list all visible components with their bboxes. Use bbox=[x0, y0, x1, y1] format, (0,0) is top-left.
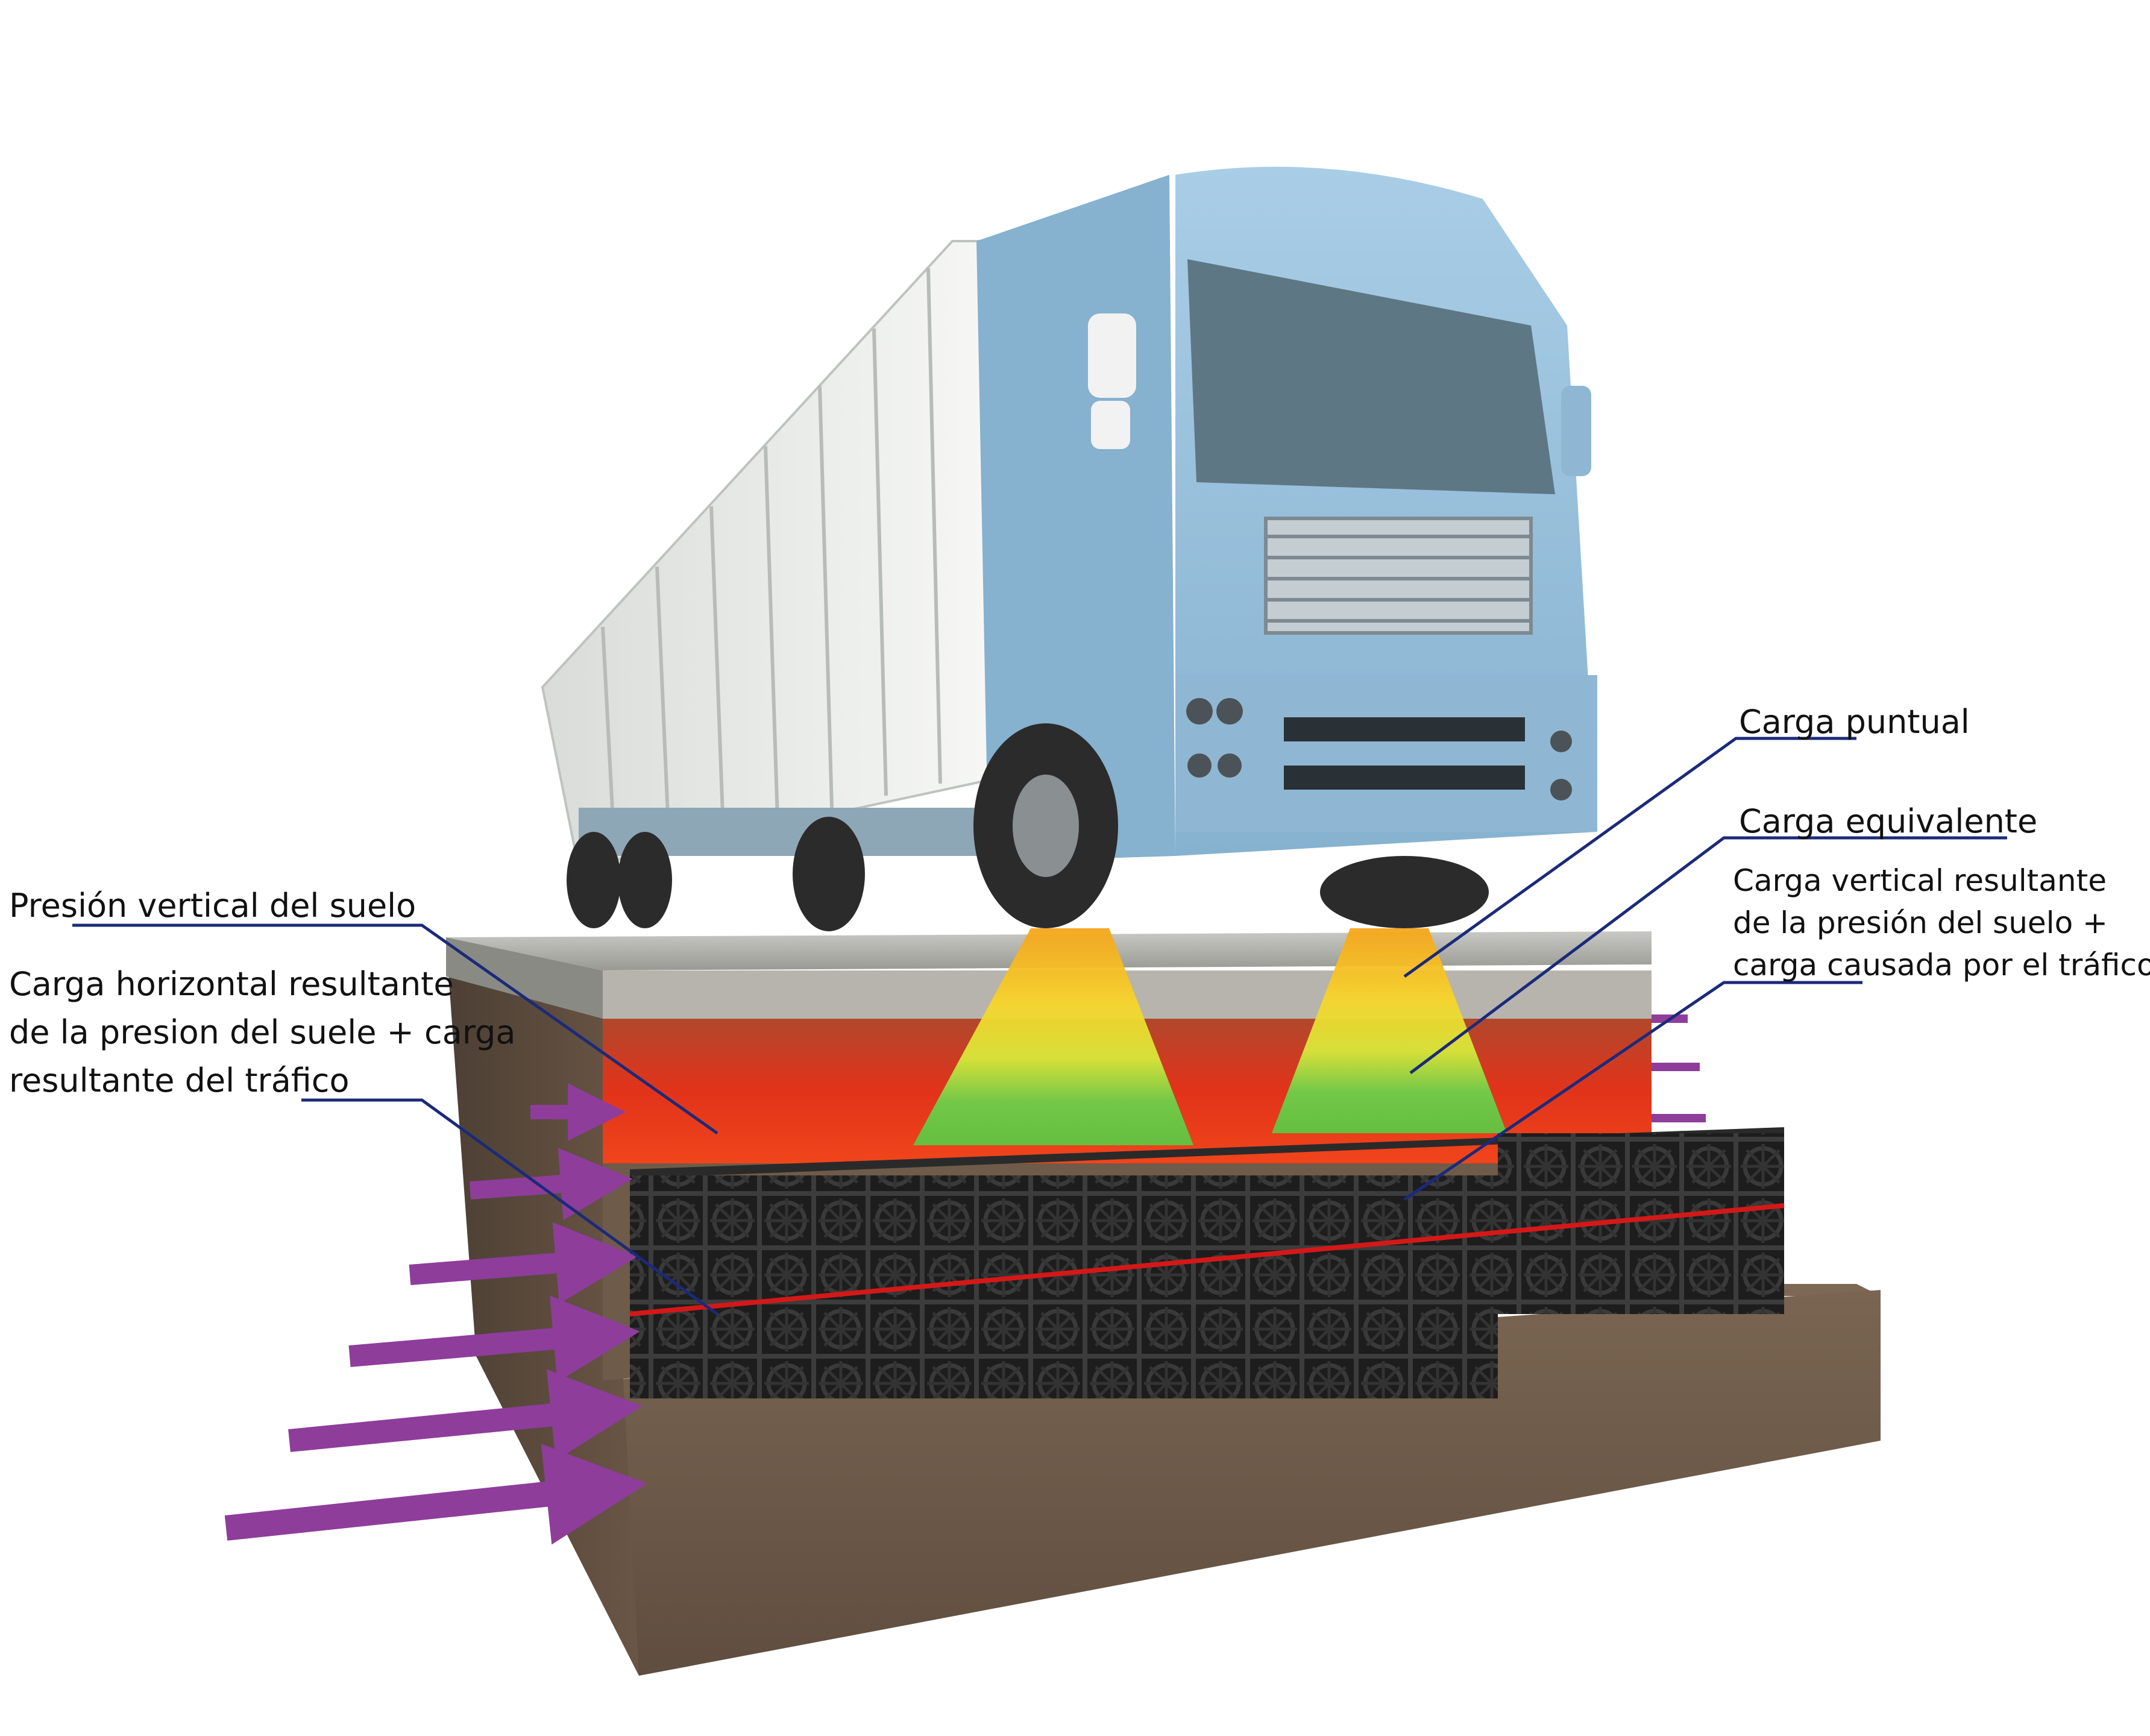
cab-windshield bbox=[1187, 259, 1555, 494]
stress-cone-right bbox=[1272, 928, 1507, 1133]
leader-lines bbox=[72, 737, 2007, 1316]
mirror-left bbox=[1088, 313, 1136, 398]
headlight-left-1 bbox=[1186, 698, 1213, 725]
headlight-right-1 bbox=[1550, 731, 1572, 752]
bumper-slot-2 bbox=[1284, 766, 1525, 790]
pressure-arrow-2 bbox=[469, 1148, 633, 1221]
front-wheel-right bbox=[1320, 856, 1489, 928]
crate-lower-row bbox=[630, 1293, 1498, 1398]
leader-carga-equivalente bbox=[1409, 836, 2007, 1074]
crate-right-block bbox=[1498, 1133, 1784, 1314]
pressure-arrow-3 bbox=[409, 1222, 638, 1304]
grille-slats bbox=[1266, 535, 1531, 623]
truck bbox=[541, 166, 1597, 931]
crate-array bbox=[629, 1127, 1785, 1398]
stress-cone-left bbox=[913, 928, 1193, 1145]
road-edge bbox=[446, 937, 603, 1019]
mirror-left-lower bbox=[1091, 401, 1130, 449]
pressure-arrow-4 bbox=[348, 1295, 640, 1382]
front-wheel-left-hub bbox=[1013, 775, 1079, 877]
leader-carga-horizontal bbox=[301, 1098, 718, 1316]
leader-presion-vertical bbox=[72, 923, 718, 1135]
headlight-right-2 bbox=[1550, 779, 1572, 800]
label-presion-vertical: Presión vertical del suelo bbox=[9, 887, 416, 925]
label-carga-vertical-line-2: de la presión del suelo + bbox=[1733, 905, 2108, 940]
headlight-left-3 bbox=[1187, 753, 1212, 778]
label-carga-horizontal-line-2: de la presion del suele + carga bbox=[9, 1013, 516, 1051]
pressure-arrow-5 bbox=[288, 1369, 643, 1461]
label-carga-vertical-line-1: Carga vertical resultante bbox=[1733, 863, 2107, 898]
trailer-wheel-2 bbox=[618, 832, 672, 928]
cab-bumper bbox=[1175, 675, 1597, 832]
label-carga-vertical-line-3: carga causada por el tráfico bbox=[1733, 948, 2150, 983]
crate-top bbox=[630, 1127, 1784, 1178]
mirror-right bbox=[1561, 386, 1591, 476]
crate-separator bbox=[629, 1203, 1785, 1316]
trailer-wheel-3 bbox=[793, 817, 865, 931]
trailer-ribs bbox=[601, 268, 942, 857]
label-carga-puntual: Carga puntual bbox=[1739, 703, 1970, 741]
trailer-wheel-1 bbox=[567, 832, 621, 928]
label-carga-horizontal-line-1: Carga horizontal resultante bbox=[9, 965, 454, 1003]
leader-carga-puntual bbox=[1403, 737, 1856, 978]
headlight-left-4 bbox=[1218, 753, 1242, 778]
leader-carga-vertical bbox=[1403, 981, 1862, 1201]
label-carga-equivalente: Carga equivalente bbox=[1739, 802, 2038, 840]
label-carga-horizontal-line-3: resultante del tráfico bbox=[9, 1061, 350, 1099]
bumper-slot-1 bbox=[1284, 717, 1525, 741]
pressure-arrow-6 bbox=[224, 1444, 647, 1545]
headlight-left-2 bbox=[1216, 698, 1243, 725]
horizontal-pressure-arrows bbox=[224, 1014, 1706, 1545]
